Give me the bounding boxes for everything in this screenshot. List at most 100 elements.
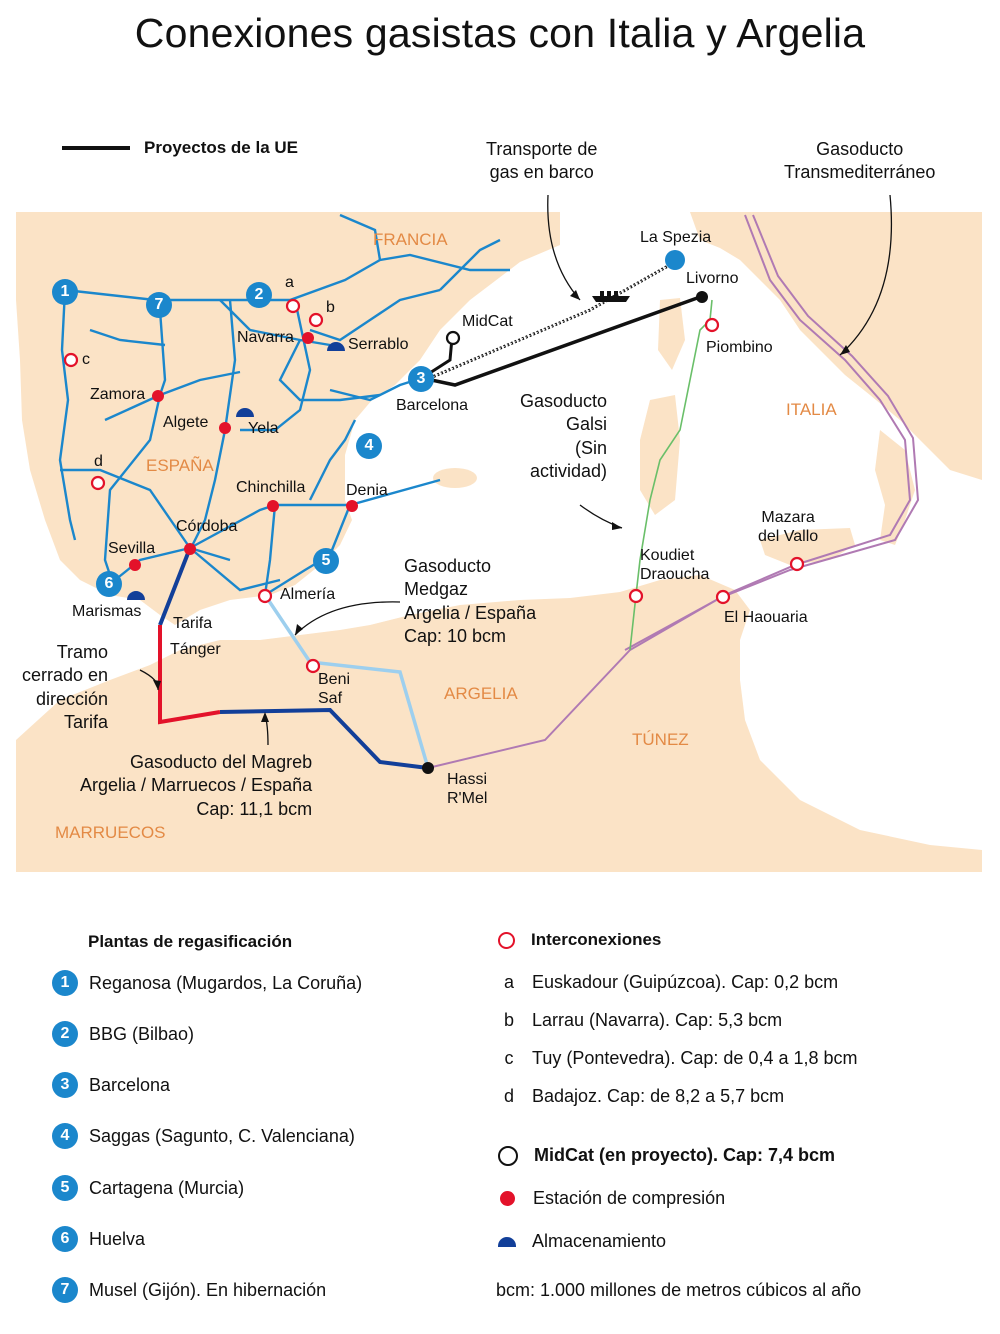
place-mazara-del-vallo: Mazara del Vallo bbox=[758, 509, 819, 546]
place-hassi-rmel: Hassi R'Mel bbox=[447, 771, 488, 808]
storage-legend-row: Almacenamiento bbox=[498, 1231, 666, 1252]
storage-marismas bbox=[127, 591, 145, 600]
place-livorno: Livorno bbox=[686, 270, 739, 287]
la-spezia-node bbox=[665, 250, 685, 270]
interconnections-heading: Interconexiones bbox=[531, 930, 662, 949]
interconnection-a bbox=[285, 298, 301, 314]
bcm-note-text: bcm: 1.000 millones de metros cúbicos al… bbox=[496, 1280, 862, 1300]
place-cordoba: Córdoba bbox=[176, 518, 238, 535]
plant-badge-1: 1 bbox=[52, 970, 78, 996]
annotation-tramo: Tramo cerrado en dirección Tarifa bbox=[22, 642, 109, 733]
place-tarifa: Tarifa bbox=[173, 615, 213, 632]
annotation-transmed: Gasoducto Transmediterráneo bbox=[784, 139, 936, 183]
plant-legend-row-1: 1 Reganosa (Mugardos, La Coruña) bbox=[52, 970, 362, 996]
interconnection-mazara bbox=[789, 556, 805, 572]
plant-legend-label-5: Cartagena (Murcia) bbox=[89, 1177, 245, 1198]
place-la-spezia: La Spezia bbox=[640, 229, 712, 246]
plant-legend-label-4: Saggas (Sagunto, C. Valenciana) bbox=[89, 1125, 355, 1146]
plant-marker-6: 6 bbox=[96, 571, 122, 597]
inter-letter-c: c bbox=[504, 1048, 514, 1068]
inter-row-a: a Euskadour (Guipúzcoa). Cap: 0,2 bcm bbox=[500, 972, 838, 993]
eu-projects-legend: Proyectos de la UE bbox=[62, 138, 298, 158]
station-algete bbox=[219, 422, 231, 434]
inter-row-d: d Badajoz. Cap: de 8,2 a 5,7 bcm bbox=[500, 1086, 784, 1107]
inter-letter-a: a bbox=[503, 972, 514, 992]
place-denia: Denia bbox=[346, 482, 388, 499]
livorno-node bbox=[696, 291, 708, 303]
compression-stations bbox=[129, 332, 358, 571]
land-italy-boot bbox=[875, 430, 915, 545]
plant-marker-2: 2 bbox=[246, 282, 272, 308]
inter-label-b: Larrau (Navarra). Cap: 5,3 bcm bbox=[532, 1010, 783, 1030]
arrow-heads bbox=[153, 290, 850, 722]
place-tanger: Tánger bbox=[170, 641, 221, 658]
interconnection-beni-saf bbox=[305, 658, 321, 674]
place-chinchilla: Chinchilla bbox=[236, 479, 306, 496]
plant-badge-4: 4 bbox=[52, 1123, 78, 1149]
place-el-haouaria: El Haouaria bbox=[724, 609, 808, 626]
ship-transport-route bbox=[429, 260, 676, 380]
plant-badge-3: 3 bbox=[52, 1072, 78, 1098]
inter-letter-d: d bbox=[503, 1086, 514, 1106]
plants-heading: Plantas de regasificación bbox=[88, 932, 293, 951]
station-chinchilla bbox=[267, 500, 279, 512]
storage-serrablo bbox=[327, 342, 345, 351]
storage-sites bbox=[127, 342, 345, 600]
inter-row-b: b Larrau (Navarra). Cap: 5,3 bcm bbox=[500, 1010, 782, 1031]
annotation-magreb: Gasoducto del Magreb Argelia / Marruecos… bbox=[80, 752, 313, 819]
marker-b: b bbox=[326, 299, 335, 316]
plant-legend-label-1: Reganosa (Mugardos, La Coruña) bbox=[89, 972, 363, 993]
place-marismas: Marismas bbox=[72, 603, 142, 620]
medgaz-pipeline bbox=[263, 594, 430, 769]
maghreb-pipeline-blue bbox=[158, 547, 192, 626]
place-koudiet-draoucha: Koudiet Draoucha bbox=[640, 547, 710, 584]
place-navarra: Navarra bbox=[237, 329, 294, 346]
plant-legend-row-6: 6 Huelva bbox=[52, 1226, 145, 1252]
interconnection-b bbox=[308, 312, 324, 328]
station-cordoba bbox=[184, 543, 196, 555]
plant-marker-5: 5 bbox=[313, 548, 339, 574]
maghreb-pipeline-closed bbox=[158, 625, 221, 725]
interconnection-el-haouaria bbox=[715, 589, 731, 605]
land-balearics bbox=[433, 468, 477, 488]
plant-badge-2: 2 bbox=[52, 1021, 78, 1047]
place-zamora: Zamora bbox=[90, 386, 146, 403]
plant-marker-7: 7 bbox=[146, 292, 172, 318]
midcat-ring bbox=[445, 330, 461, 346]
annotation-transporte: Transporte de gas en barco bbox=[486, 139, 598, 183]
inter-label-d: Badajoz. Cap: de 8,2 a 5,7 bcm bbox=[532, 1086, 785, 1106]
compression-legend-label: Estación de compresión bbox=[533, 1188, 726, 1208]
storage-dome-icon bbox=[498, 1236, 516, 1247]
land-north-africa bbox=[16, 575, 982, 872]
place-yela: Yela bbox=[248, 420, 279, 437]
country-espana: ESPAÑA bbox=[146, 456, 214, 475]
land-sardinia bbox=[640, 395, 680, 515]
plant-legend-label-7: Musel (Gijón). En hibernación bbox=[89, 1279, 327, 1300]
interconnection-koudiet bbox=[628, 588, 644, 604]
plant-legend-label-2: BBG (Bilbao) bbox=[89, 1023, 195, 1044]
annotation-galsi: Gasoducto Galsi (Sin actividad) bbox=[520, 391, 608, 482]
annotation-medgaz: Gasoducto Medgaz Argelia / España Cap: 1… bbox=[404, 556, 537, 647]
interconnections bbox=[63, 298, 805, 674]
interconnection-ring-icon bbox=[498, 931, 515, 949]
marker-a: a bbox=[285, 274, 294, 291]
plant-badge-5: 5 bbox=[52, 1175, 78, 1201]
land-corsica bbox=[658, 298, 685, 370]
marker-d: d bbox=[94, 453, 103, 470]
plant-legend-label-6: Huelva bbox=[89, 1228, 146, 1249]
country-marruecos: MARRUECOS bbox=[55, 823, 166, 842]
inter-label-a: Euskadour (Guipúzcoa). Cap: 0,2 bcm bbox=[532, 972, 839, 992]
midcat-legend-label: MidCat (en proyecto). Cap: 7,4 bcm bbox=[534, 1145, 836, 1165]
spain-network bbox=[58, 213, 510, 597]
maghreb-pipeline-morocco bbox=[219, 707, 429, 770]
plant-marker-3: 3 bbox=[408, 366, 434, 392]
station-denia bbox=[346, 500, 358, 512]
ship-icon bbox=[592, 291, 630, 302]
hassi-rmel-node bbox=[422, 762, 434, 774]
plant-legend-row-3: 3 Barcelona bbox=[52, 1072, 170, 1098]
place-beni-saf: Beni Saf bbox=[318, 671, 351, 708]
compression-legend-row: Estación de compresión bbox=[500, 1188, 725, 1209]
plant-marker-4: 4 bbox=[356, 433, 382, 459]
interconnection-piombino bbox=[704, 317, 720, 333]
place-algete: Algete bbox=[163, 414, 209, 431]
